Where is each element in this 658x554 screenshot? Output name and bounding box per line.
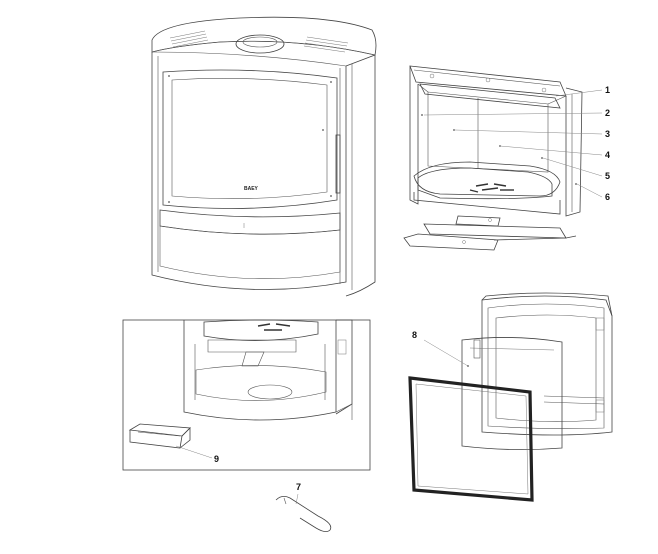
stove-body: BAEY: [151, 16, 377, 297]
poker-handle: 7: [275, 482, 332, 532]
callout-2: 2: [605, 108, 610, 118]
ash-pan: [128, 423, 191, 449]
callout-9: 9: [214, 454, 219, 464]
callout-7: 7: [296, 482, 301, 492]
callout-3: 3: [605, 129, 610, 139]
stove-brand-label: BAEY: [244, 186, 259, 192]
liner-callouts: 1 2 3 4 5 6: [423, 85, 610, 202]
callout-6: 6: [605, 192, 610, 202]
callout-1: 1: [605, 85, 610, 95]
base-plate-and-ash-parts: [403, 215, 577, 251]
glass-door-assembly: 8: [408, 292, 613, 502]
callout-4: 4: [605, 150, 610, 160]
firebox-liner-assembly: [409, 65, 583, 217]
callout-8: 8: [412, 330, 417, 340]
ash-pan-detail-panel: 9: [122, 319, 371, 471]
callout-5: 5: [605, 171, 610, 181]
